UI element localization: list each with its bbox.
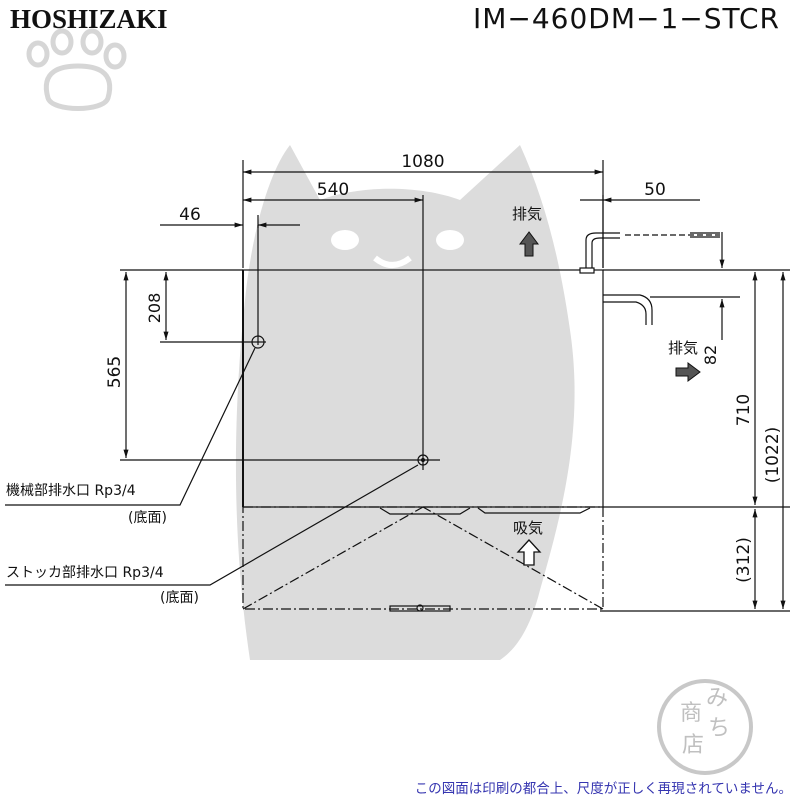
intake-up-arrow-icon [516, 539, 542, 566]
model-number: IM−460DM−1−STCR [472, 2, 780, 35]
svg-text:み: み [706, 686, 728, 711]
stocker-drain-note: (底面) [160, 590, 199, 606]
dim-312-label: (312) [734, 537, 754, 583]
side-pipe [603, 294, 653, 325]
dim-565-label: 565 [105, 356, 125, 388]
machine-drain-note: (底面) [128, 510, 167, 526]
exhaust-top-label: 排気 [512, 205, 542, 223]
exhaust-up-arrow-icon [519, 231, 539, 257]
scale-notice: この図面は印刷の都合上、尺度が正しく再現されていません。 [414, 781, 792, 797]
paw-watermark-icon [26, 28, 127, 111]
dim-540-label: 540 [317, 180, 349, 200]
dim-710-label: 710 [734, 394, 754, 426]
svg-text:店: 店 [682, 733, 704, 758]
intake-label: 吸気 [513, 519, 543, 537]
stand-outline [242, 506, 604, 610]
svg-text:ち: ち [708, 716, 730, 741]
exhaust-side-label: 排気 [668, 339, 698, 357]
shop-seal-watermark-icon: 商 み ち 店 [657, 679, 753, 775]
svg-text:商: 商 [680, 701, 702, 726]
dim-50-label: 50 [644, 180, 666, 200]
stocker-drain-marker [417, 454, 429, 466]
cat-watermark-icon [235, 145, 575, 660]
bottom-part-right [477, 507, 591, 514]
machine-drain-label: 機械部排水口 Rp3/4 [6, 483, 136, 499]
stocker-drain-leader [5, 464, 419, 586]
bottom-part-left [379, 507, 471, 515]
dim-1080-label: 1080 [401, 152, 444, 172]
dim-82-label: 82 [701, 345, 720, 365]
exhaust-right-arrow-icon [675, 362, 701, 382]
dim-46-label: 46 [179, 205, 201, 225]
machine-drain-leader [5, 347, 256, 506]
dim-1022-label: (1022) [763, 427, 783, 484]
outline-group [5, 160, 790, 612]
dim-208-label: 208 [145, 293, 164, 324]
top-pipe [585, 232, 620, 272]
stocker-drain-label: ストッカ部排水口 Rp3/4 [6, 565, 164, 581]
